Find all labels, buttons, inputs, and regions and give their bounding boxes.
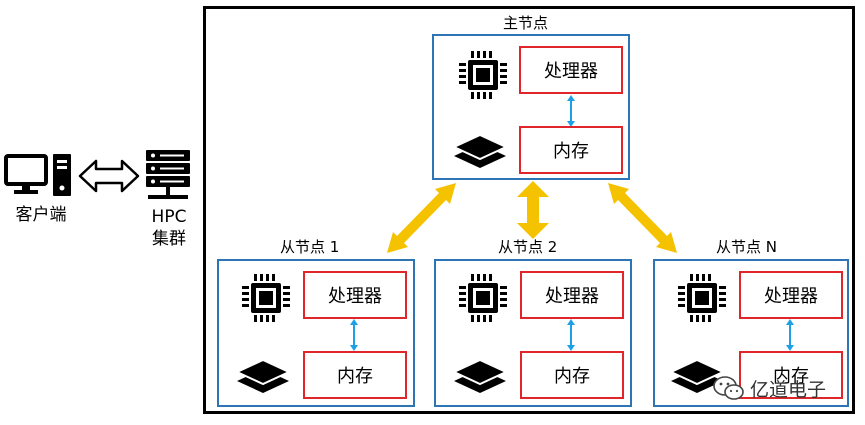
arrow-master-slaveN [608,183,677,253]
slave-node-2-title: 从节点 2 [498,238,558,256]
slave-1-processor-box: 处理器 [303,271,407,319]
master-processor-box: 处理器 [519,46,623,94]
memory-layers-icon [668,358,726,393]
master-node: 处理器 内存 [432,34,630,180]
slave-2-processor-box: 处理器 [520,271,624,319]
slave-node-n-title: 从节点 N [716,238,777,256]
slave-node-2: 处理器 内存 [434,259,632,407]
master-node-title: 主节点 [503,14,549,32]
processor-chip-icon [678,274,726,322]
processor-chip-icon [242,274,290,322]
hpc-server-icon [146,150,190,199]
slave-n-memory-box: 内存 [739,351,843,399]
slave-n-processor-memory-link [786,319,794,351]
slave-1-processor-memory-link [350,319,358,351]
memory-layers-icon [451,133,509,168]
hpc-cluster-label: HPC 集群 [136,206,202,250]
slave-1-memory-box: 内存 [303,351,407,399]
client-label: 客户端 [15,205,67,225]
memory-layers-icon [451,358,509,393]
processor-chip-icon [459,274,507,322]
slave-2-processor-memory-link [567,319,575,351]
client-computer-icon [4,154,71,196]
arrow-master-slave1 [387,183,456,253]
slave-node-1-title: 从节点 1 [280,238,340,256]
hpc-label-line2: 集群 [152,229,186,249]
master-processor-memory-link [567,95,575,127]
hpc-cluster-frame [203,6,855,414]
slave-n-processor-box: 处理器 [739,271,843,319]
slave-node-1: 处理器 内存 [217,259,415,407]
slave-node-n: 处理器 内存 [653,259,849,407]
slave-2-memory-box: 内存 [520,351,624,399]
hpc-label-line1: HPC [151,207,187,227]
memory-layers-icon [234,358,292,393]
master-memory-box: 内存 [519,126,623,174]
watermark-text: 亿道电子 [750,379,827,401]
processor-chip-icon [459,51,507,99]
client-hpc-double-arrow [78,159,140,193]
arrow-master-slave2 [517,181,549,239]
wechat-logo-icon [713,376,744,400]
